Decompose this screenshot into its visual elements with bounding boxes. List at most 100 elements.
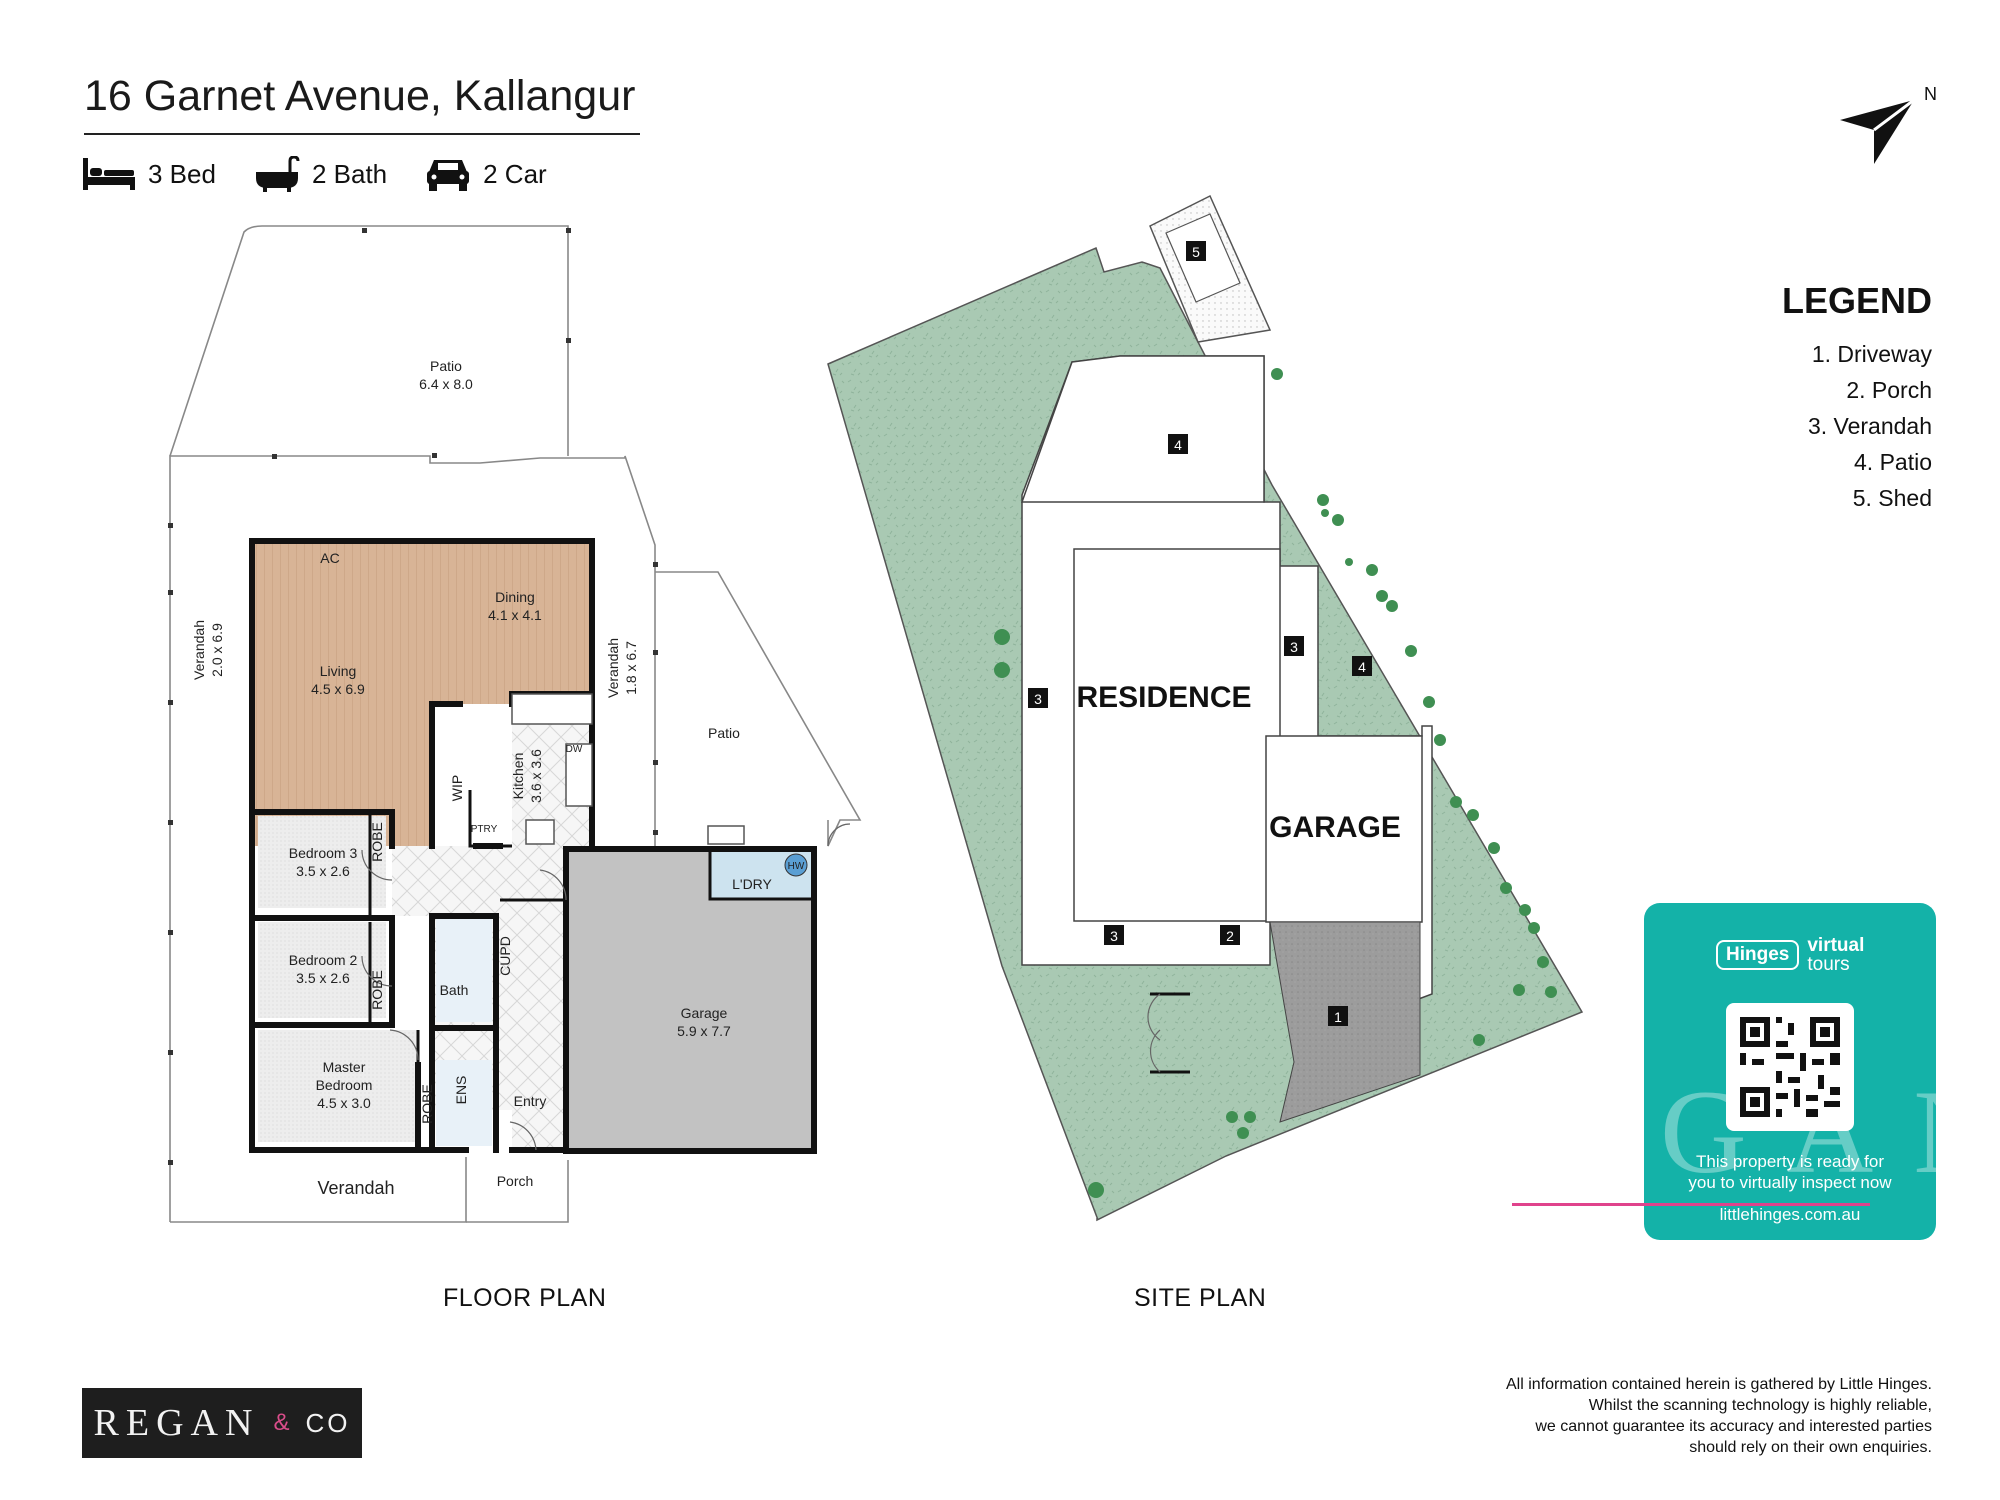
agency-logo: REGAN & CO bbox=[82, 1388, 362, 1458]
wip-label: WIP bbox=[449, 775, 465, 801]
marker-shed: 5 bbox=[1192, 244, 1200, 260]
legend-item: 4. Patio bbox=[1854, 449, 1932, 475]
legend-list: 1. Driveway 2. Porch 3. Verandah 4. Pati… bbox=[1808, 336, 1932, 516]
marker-porch: 2 bbox=[1226, 928, 1234, 944]
master-name-1: Master bbox=[323, 1059, 366, 1075]
living-size: 4.5 x 6.9 bbox=[311, 681, 365, 697]
car-count: 2 Car bbox=[483, 158, 547, 189]
verandah-left-size: 2.0 x 6.9 bbox=[209, 623, 225, 677]
marker-patio-right: 4 bbox=[1358, 659, 1366, 675]
marker-verandah-right: 3 bbox=[1290, 639, 1298, 655]
robe-label-master: ROBE bbox=[419, 1084, 435, 1124]
little-hinges-logo: Hinges virtual tours bbox=[1716, 933, 1864, 977]
agency-co: CO bbox=[305, 1407, 351, 1438]
marker-patio-top: 4 bbox=[1174, 437, 1182, 453]
interior-walls bbox=[368, 790, 812, 1142]
master-floor bbox=[258, 1030, 418, 1142]
bedroom2-name: Bedroom 2 bbox=[289, 952, 358, 968]
porch-label: Porch bbox=[497, 1173, 534, 1189]
bed-feature: 3 Bed bbox=[82, 157, 216, 191]
north-label: N bbox=[1924, 84, 1937, 104]
site-markers: 1 2 3 3 3 4 4 5 bbox=[1028, 241, 1372, 1026]
master-size: 4.5 x 3.0 bbox=[317, 1095, 371, 1111]
cupboard-label: CUPD bbox=[497, 936, 513, 976]
residence-footprint bbox=[1073, 548, 1281, 922]
virtual-tours-wordmark: virtual tours bbox=[1807, 935, 1865, 975]
property-address: 16 Garnet Avenue, Kallangur bbox=[84, 72, 636, 120]
bedroom2-floor bbox=[258, 922, 386, 1018]
feature-summary: 3 Bed 2 Bath 2 Car bbox=[82, 152, 547, 196]
floor-plan: Patio 6.4 x 8.0 AC Dining 4.1 x 4.1 Livi… bbox=[168, 225, 862, 1223]
robe-label-bedroom2: ROBE bbox=[369, 970, 385, 1010]
bath-label: Bath bbox=[440, 982, 469, 998]
site-plan-caption: SITE PLAN bbox=[1134, 1284, 1267, 1312]
porch-outline bbox=[466, 1160, 569, 1223]
patio-top-size: 6.4 x 8.0 bbox=[419, 376, 473, 392]
legend-item: 1. Driveway bbox=[1811, 341, 1932, 367]
kitchen-floor bbox=[512, 694, 592, 846]
site-plan: RESIDENCE GARAGE 1 2 3 3 3 4 4 5 bbox=[827, 194, 1584, 1222]
patio-top-name: Patio bbox=[430, 358, 462, 374]
bath-icon bbox=[255, 156, 300, 192]
bed-icon bbox=[83, 158, 135, 190]
bedroom3-floor bbox=[258, 816, 386, 908]
pantry-label: PTRY bbox=[471, 824, 498, 835]
dining-name: Dining bbox=[495, 589, 535, 605]
bedroom3-name: Bedroom 3 bbox=[289, 845, 358, 861]
title-divider bbox=[84, 133, 640, 135]
car-feature: 2 Car bbox=[425, 156, 547, 192]
verandah-bottom-label: Verandah bbox=[317, 1178, 394, 1198]
residence-label: RESIDENCE bbox=[1076, 681, 1251, 714]
bed-count: 3 Bed bbox=[148, 158, 216, 189]
entry-label: Entry bbox=[514, 1093, 547, 1109]
living-name: Living bbox=[320, 663, 357, 679]
verandah-right-size: 1.8 x 6.7 bbox=[623, 641, 639, 695]
virtual-tour-card[interactable]: GAN Hinges virtual tours This property i… bbox=[1644, 903, 2000, 1240]
garage-name: Garage bbox=[681, 1005, 728, 1021]
patio-top-outline bbox=[169, 225, 569, 457]
shrubs bbox=[994, 368, 1557, 1198]
floor-plan-caption: FLOOR PLAN bbox=[443, 1284, 607, 1312]
bath-feature: 2 Bath bbox=[254, 156, 387, 192]
garage-site-label: GARAGE bbox=[1269, 811, 1401, 844]
ac-label: AC bbox=[320, 550, 339, 566]
agency-name: REGAN bbox=[93, 1402, 260, 1444]
north-arrow-icon: N bbox=[1840, 84, 1937, 164]
bath-floor bbox=[436, 918, 492, 1022]
car-icon bbox=[427, 160, 470, 191]
virtual-tour-message: This property is ready for you to virtua… bbox=[1688, 1152, 1892, 1192]
legend-item: 5. Shed bbox=[1852, 485, 1932, 511]
robe-label-bedroom3: ROBE bbox=[369, 822, 385, 862]
legend-item: 2. Porch bbox=[1846, 377, 1932, 403]
marker-driveway: 1 bbox=[1334, 1009, 1342, 1025]
master-name-2: Bedroom bbox=[316, 1077, 373, 1093]
qr-code-icon[interactable] bbox=[1726, 1003, 1854, 1131]
bedroom2-size: 3.5 x 2.6 bbox=[296, 970, 350, 986]
dishwasher-label: DW bbox=[566, 744, 583, 755]
living-dining-floor bbox=[252, 541, 592, 846]
marker-verandah-left: 3 bbox=[1034, 691, 1042, 707]
verandah-posts bbox=[168, 228, 658, 1165]
marker-verandah-bottom: 3 bbox=[1110, 928, 1118, 944]
hot-water-label: HW bbox=[788, 861, 805, 872]
agency-ampersand: & bbox=[273, 1409, 292, 1436]
disclaimer: All information contained herein is gath… bbox=[1505, 1376, 1932, 1456]
ensuite-label: ENS bbox=[453, 1076, 469, 1105]
legend-title: LEGEND bbox=[1781, 280, 1932, 321]
verandah-left-name: Verandah bbox=[191, 620, 207, 680]
laundry-label: L'DRY bbox=[732, 876, 772, 892]
accent-line bbox=[1512, 1203, 1870, 1206]
patio-right-label: Patio bbox=[708, 725, 740, 741]
verandah-outline bbox=[169, 455, 656, 1222]
hinges-wordmark: Hinges bbox=[1716, 940, 1800, 970]
kitchen-name: Kitchen bbox=[510, 753, 526, 800]
garage-size: 5.9 x 7.7 bbox=[677, 1023, 731, 1039]
little-hinges-link[interactable]: littlehinges.com.au bbox=[1719, 1205, 1861, 1224]
bedroom3-size: 3.5 x 2.6 bbox=[296, 863, 350, 879]
legend-item: 3. Verandah bbox=[1807, 413, 1932, 439]
dining-size: 4.1 x 4.1 bbox=[488, 607, 542, 623]
ensuite-floor bbox=[436, 1060, 492, 1146]
bath-count: 2 Bath bbox=[311, 158, 388, 189]
verandah-right-name: Verandah bbox=[605, 638, 621, 698]
kitchen-size: 3.6 x 3.6 bbox=[528, 749, 544, 803]
